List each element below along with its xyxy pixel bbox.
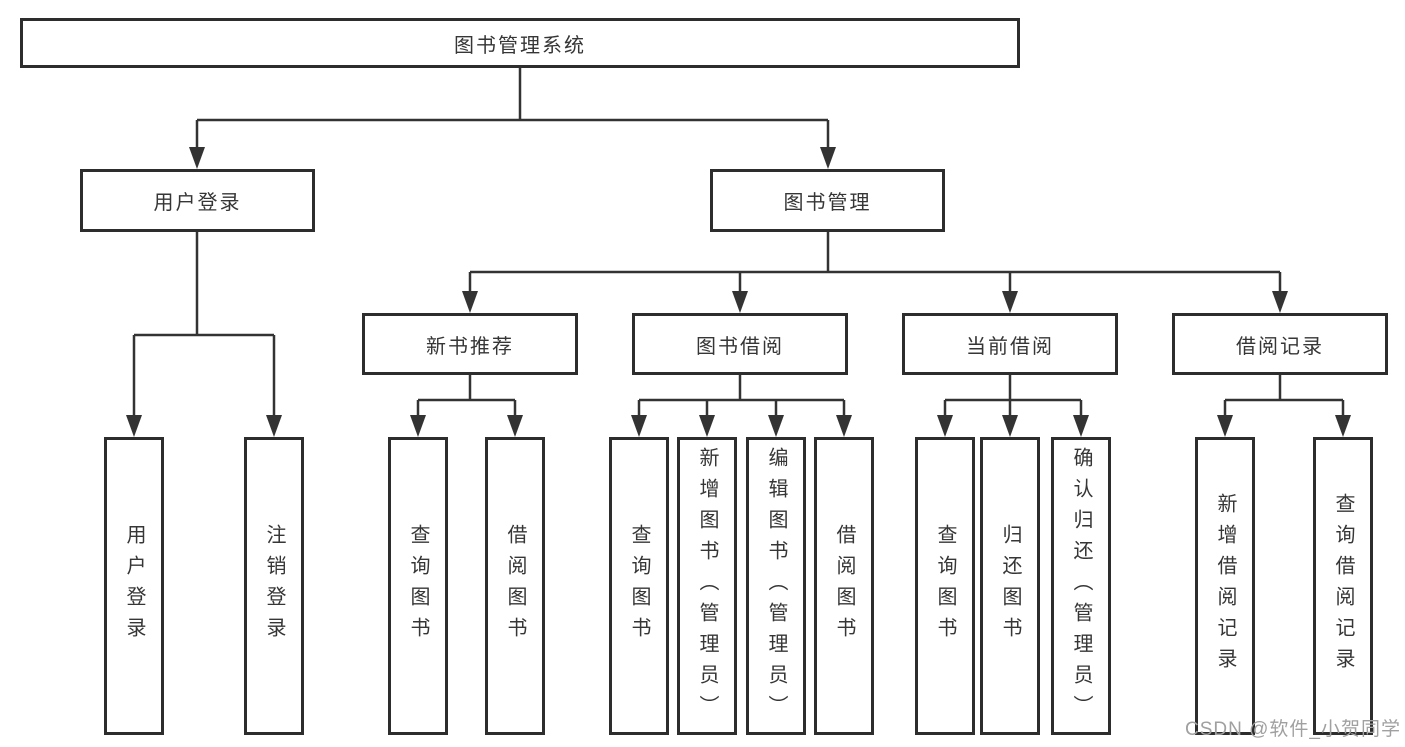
connector-borrow-record-split <box>1223 375 1345 419</box>
arrowhead <box>768 415 784 437</box>
arrowhead <box>1002 415 1018 437</box>
leaf-edit-books-admin-label: 编辑图书（管理员） <box>765 446 787 726</box>
leaf-confirm-return-admin: 确认归还（管理员） <box>1051 437 1111 735</box>
leaf-query-books-current: 查询图书 <box>915 437 975 735</box>
leaf-return-books: 归还图书 <box>980 437 1040 735</box>
leaf-query-borrow-record: 查询借阅记录 <box>1313 437 1373 735</box>
leaf-query-books-current-label: 查询图书 <box>934 524 956 648</box>
node-new-book-label: 新书推荐 <box>426 335 514 358</box>
arrowhead <box>1217 415 1233 437</box>
node-borrowing-records-label: 借阅记录 <box>1236 335 1324 358</box>
connector-book-mgmt-split <box>468 232 1282 295</box>
leaf-add-books-admin: 新增图书（管理员） <box>677 437 737 735</box>
arrowhead <box>732 291 748 313</box>
node-new-book-recommendation: 新书推荐 <box>362 313 578 375</box>
leaf-logout-label: 注销登录 <box>263 524 285 648</box>
arrowhead <box>820 147 836 169</box>
arrowhead <box>189 147 205 169</box>
node-book-management: 图书管理 <box>710 169 945 232</box>
leaf-borrow-books: 借阅图书 <box>814 437 874 735</box>
arrowhead <box>126 415 142 437</box>
connector-root-split <box>195 66 830 150</box>
node-book-management-label: 图书管理 <box>783 192 872 214</box>
node-root-label: 图书管理系统 <box>454 34 586 57</box>
arrowhead <box>1002 291 1018 313</box>
connector-new-book-split <box>416 375 517 419</box>
arrowhead <box>699 415 715 437</box>
leaf-borrow-books-label: 借阅图书 <box>833 524 855 648</box>
connector-book-borrow-split <box>637 375 846 419</box>
node-borrowing-records: 借阅记录 <box>1172 313 1388 375</box>
connector-user-login-split <box>132 232 276 419</box>
arrowhead <box>266 415 282 437</box>
leaf-add-borrow-record-label: 新增借阅记录 <box>1214 493 1236 679</box>
arrowhead <box>1335 415 1351 437</box>
leaf-add-books-admin-label: 新增图书（管理员） <box>696 446 718 726</box>
arrowhead <box>1272 291 1288 313</box>
leaf-query-books-borrow-label: 查询图书 <box>628 524 650 648</box>
node-current-borrowing-label: 当前借阅 <box>966 335 1054 358</box>
leaf-query-borrow-record-label: 查询借阅记录 <box>1332 493 1354 679</box>
leaf-return-books-label: 归还图书 <box>999 524 1021 648</box>
node-book-borrowing-label: 图书借阅 <box>696 335 784 358</box>
leaf-query-books-recommend: 查询图书 <box>388 437 448 735</box>
leaf-user-login: 用户登录 <box>104 437 164 735</box>
node-user-login: 用户登录 <box>80 169 315 232</box>
leaf-logout: 注销登录 <box>244 437 304 735</box>
node-root: 图书管理系统 <box>20 18 1020 68</box>
leaf-add-borrow-record: 新增借阅记录 <box>1195 437 1255 735</box>
leaf-borrow-books-recommend: 借阅图书 <box>485 437 545 735</box>
arrowhead <box>507 415 523 437</box>
leaf-borrow-books-recommend-label: 借阅图书 <box>504 524 526 648</box>
arrowhead <box>937 415 953 437</box>
leaf-user-login-label: 用户登录 <box>123 524 145 648</box>
arrowhead <box>1073 415 1089 437</box>
leaf-query-books-recommend-label: 查询图书 <box>407 524 429 648</box>
leaf-edit-books-admin: 编辑图书（管理员） <box>746 437 806 735</box>
arrowheads <box>126 147 1351 437</box>
node-current-borrowing: 当前借阅 <box>902 313 1118 375</box>
arrowhead <box>631 415 647 437</box>
node-user-login-label: 用户登录 <box>153 192 242 214</box>
node-book-borrowing: 图书借阅 <box>632 313 848 375</box>
leaf-confirm-return-admin-label: 确认归还（管理员） <box>1070 446 1092 726</box>
arrowhead <box>462 291 478 313</box>
arrowhead <box>410 415 426 437</box>
arrowhead <box>836 415 852 437</box>
leaf-query-books-borrow: 查询图书 <box>609 437 669 735</box>
connector-current-borrow-split <box>943 375 1083 419</box>
